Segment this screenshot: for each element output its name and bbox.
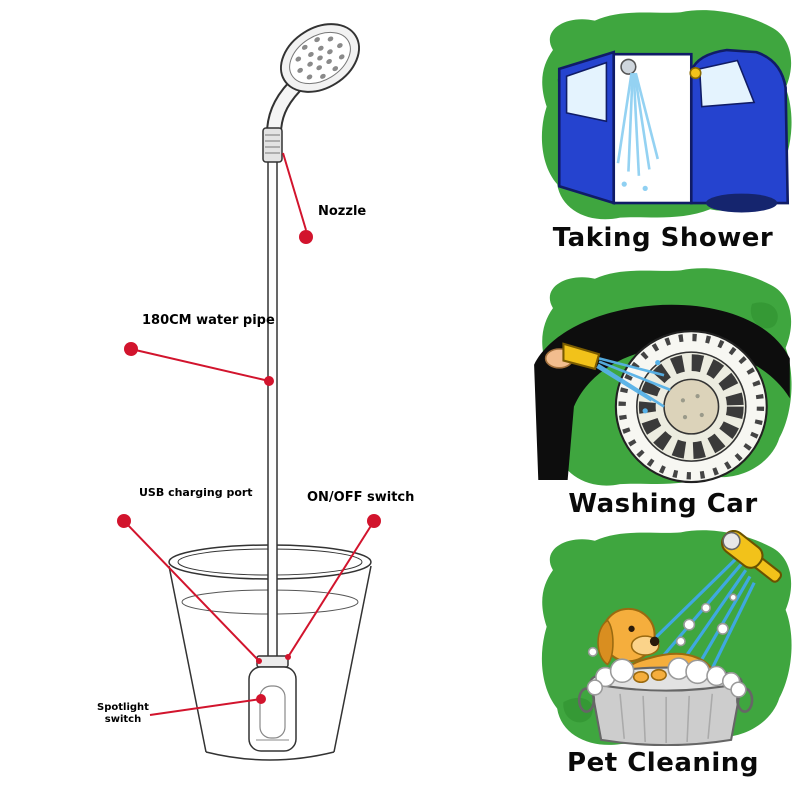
- label-usb-port: USB charging port: [139, 486, 253, 499]
- pipe-connector: [262, 127, 283, 163]
- shower-head-icon: [279, 23, 361, 93]
- usage-panel-pet-cleaning: Pet Cleaning: [532, 524, 794, 778]
- callout-dot-onoff-target: [285, 654, 291, 660]
- callout-line-onoff: [287, 520, 375, 658]
- shower-spray-head-icon: [620, 58, 637, 75]
- caption-washing-car: Washing Car: [568, 489, 758, 520]
- spray-gun-icon: [562, 342, 601, 371]
- wheel-illustration: [534, 304, 790, 484]
- water-pipe: [267, 159, 278, 663]
- callout-dot-pipe-target: [264, 376, 274, 386]
- callout-dot-usb-target: [256, 658, 262, 664]
- caption-pet-cleaning: Pet Cleaning: [567, 748, 759, 779]
- caption-taking-shower: Taking Shower: [552, 222, 774, 253]
- callout-dot-pipe-label: [124, 342, 138, 356]
- shower-sprayer-icon: [721, 529, 783, 583]
- callout-line-usb: [123, 520, 260, 662]
- car-illustration: [557, 48, 790, 213]
- label-water-pipe: 180CM water pipe: [142, 313, 275, 328]
- callout-line-pipe: [130, 348, 270, 382]
- door-handle-icon: [689, 67, 702, 80]
- callout-dot-spotlight: [256, 694, 266, 704]
- pump-unit: [248, 655, 297, 752]
- usage-panel-taking-shower: Taking Shower: [532, 6, 794, 253]
- product-diagram-svg: [117, 23, 381, 761]
- callout-dot-nozzle: [299, 230, 313, 244]
- dog-washing-illustration: [577, 529, 783, 747]
- usage-panel-washing-car: Washing Car: [532, 262, 794, 519]
- label-on-off-switch: ON/OFF switch: [307, 490, 415, 505]
- foam-bubbles: [586, 593, 747, 698]
- usage-image-taking-shower: [541, 10, 792, 220]
- label-spotlight-switch: Spotlight switch: [97, 702, 149, 725]
- callout-dot-onoff: [367, 514, 381, 528]
- usage-image-washing-car: [534, 268, 792, 486]
- usage-image-pet-cleaning: [541, 529, 792, 747]
- callout-line-spotlight: [149, 698, 262, 716]
- callout-dot-usb: [117, 514, 131, 528]
- callout-line-nozzle: [282, 152, 307, 231]
- label-nozzle: Nozzle: [318, 204, 367, 219]
